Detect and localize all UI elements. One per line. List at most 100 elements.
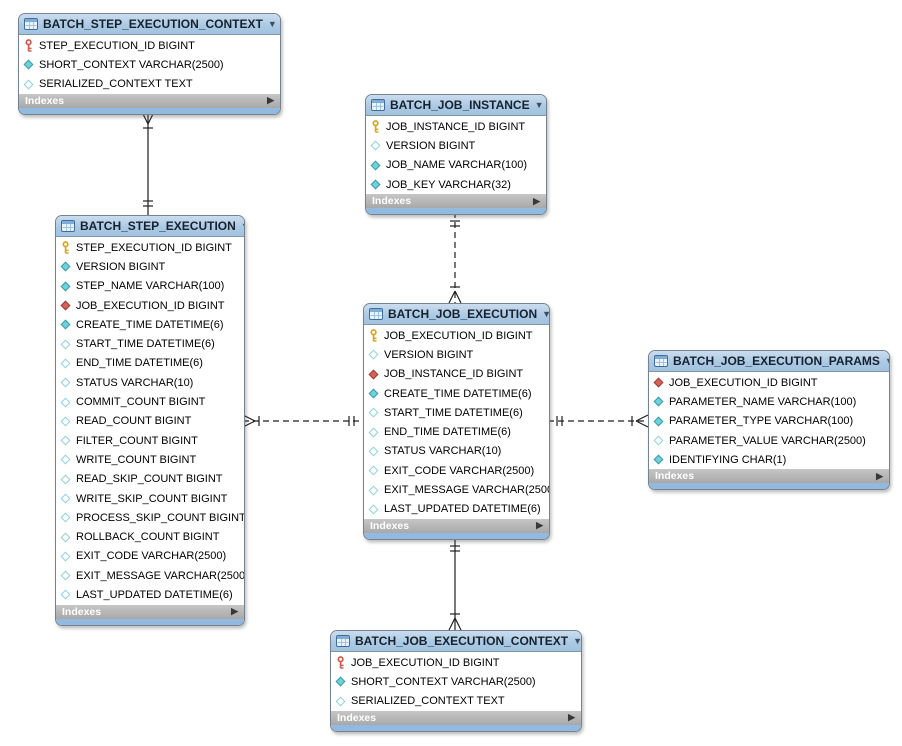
column-label: PROCESS_SKIP_COUNT BIGINT	[76, 511, 245, 524]
column-label: SERIALIZED_CONTEXT TEXT	[351, 695, 505, 708]
column-row[interactable]: STATUS VARCHAR(10)	[364, 442, 549, 461]
table-icon	[336, 635, 350, 647]
column-row[interactable]: IDENTIFYING CHAR(1)	[649, 450, 889, 469]
relationship-batch_job_execution-to-batch_job_execution_context[interactable]	[448, 537, 462, 631]
column-row[interactable]: JOB_KEY VARCHAR(32)	[366, 175, 546, 194]
table-header-batch-job-instance[interactable]: BATCH_JOB_INSTANCE▼	[366, 95, 546, 116]
table-batch-step-execution-context[interactable]: BATCH_STEP_EXECUTION_CONTEXT▼ STEP_EXECUT…	[18, 13, 281, 115]
column-row[interactable]: STEP_NAME VARCHAR(100)	[56, 277, 244, 296]
column-row[interactable]: LAST_UPDATED DATETIME(6)	[56, 585, 244, 604]
column-row[interactable]: EXIT_CODE VARCHAR(2500)	[56, 547, 244, 566]
column-label: STEP_EXECUTION_ID BIGINT	[39, 39, 195, 52]
chevron-down-icon[interactable]: ▼	[241, 221, 244, 231]
column-row[interactable]: PROCESS_SKIP_COUNT BIGINT	[56, 508, 244, 527]
column-row[interactable]: END_TIME DATETIME(6)	[364, 422, 549, 441]
table-header-batch-job-execution[interactable]: BATCH_JOB_EXECUTION▼	[364, 304, 549, 325]
table-header-batch-job-execution-context[interactable]: BATCH_JOB_EXECUTION_CONTEXT▼	[331, 631, 581, 652]
indexes-footer[interactable]: Indexes▶	[19, 93, 280, 108]
table-header-batch-job-execution-params[interactable]: BATCH_JOB_EXECUTION_PARAMS▼	[649, 351, 889, 372]
column-notnull-icon	[653, 395, 664, 408]
column-row[interactable]: PARAMETER_VALUE VARCHAR(2500)	[649, 431, 889, 450]
expand-arrow-icon[interactable]: ▶	[536, 520, 543, 531]
table-batch-step-execution[interactable]: BATCH_STEP_EXECUTION▼ STEP_EXECUTION_ID B…	[55, 215, 245, 626]
column-row[interactable]: START_TIME DATETIME(6)	[364, 403, 549, 422]
table-batch-job-execution-context[interactable]: BATCH_JOB_EXECUTION_CONTEXT▼JOB_EXECUTIO…	[330, 630, 582, 732]
column-label: END_TIME DATETIME(6)	[76, 357, 203, 370]
column-row[interactable]: JOB_NAME VARCHAR(100)	[366, 156, 546, 175]
column-row[interactable]: JOB_INSTANCE_ID BIGINT	[364, 365, 549, 384]
chevron-down-icon[interactable]: ▼	[267, 18, 277, 29]
expand-arrow-icon[interactable]: ▶	[231, 606, 238, 617]
table-batch-job-execution[interactable]: BATCH_JOB_EXECUTION▼JOB_EXECUTION_ID BIG…	[363, 303, 550, 540]
expand-arrow-icon[interactable]: ▶	[568, 712, 575, 723]
expand-arrow-icon[interactable]: ▶	[533, 195, 540, 206]
table-batch-job-execution-params[interactable]: BATCH_JOB_EXECUTION_PARAMS▼JOB_EXECUTION…	[648, 350, 890, 491]
column-label: CREATE_TIME DATETIME(6)	[384, 387, 532, 400]
column-row[interactable]: SERIALIZED_CONTEXT TEXT	[19, 75, 280, 94]
table-icon	[654, 355, 668, 367]
indexes-footer[interactable]: Indexes▶	[364, 518, 549, 533]
indexes-footer[interactable]: Indexes▶	[649, 469, 889, 484]
column-label: JOB_KEY VARCHAR(32)	[386, 178, 511, 191]
table-batch-job-instance[interactable]: BATCH_JOB_INSTANCE▼ JOB_INSTANCE_ID BIGIN…	[365, 94, 547, 216]
column-row[interactable]: START_TIME DATETIME(6)	[56, 334, 244, 353]
column-notnull-icon	[368, 387, 379, 400]
column-row[interactable]: VERSION BIGINT	[366, 136, 546, 155]
column-row[interactable]: CREATE_TIME DATETIME(6)	[56, 315, 244, 334]
column-row[interactable]: JOB_EXECUTION_ID BIGINT	[364, 326, 549, 345]
column-row[interactable]: JOB_EXECUTION_ID BIGINT	[56, 296, 244, 315]
column-row[interactable]: JOB_EXECUTION_ID BIGINT	[649, 373, 889, 392]
chevron-down-icon[interactable]: ▼	[534, 99, 544, 110]
column-label: EXIT_MESSAGE VARCHAR(2500)	[76, 569, 245, 582]
indexes-footer[interactable]: Indexes ▶	[56, 604, 244, 619]
column-row[interactable]: LAST_UPDATED DATETIME(6)	[364, 500, 549, 519]
column-row[interactable]: EXIT_MESSAGE VARCHAR(2500)	[364, 480, 549, 499]
column-row[interactable]: WRITE_COUNT BIGINT	[56, 450, 244, 469]
relationship-batch_job_execution-to-batch_job_execution_params[interactable]	[548, 414, 649, 428]
column-row[interactable]: PARAMETER_NAME VARCHAR(100)	[649, 392, 889, 411]
indexes-footer[interactable]: Indexes▶	[331, 710, 581, 725]
column-row[interactable]: FILTER_COUNT BIGINT	[56, 431, 244, 450]
column-row[interactable]: JOB_INSTANCE_ID BIGINT	[366, 117, 546, 136]
expand-arrow-icon[interactable]: ▶	[267, 95, 274, 106]
expand-arrow-icon[interactable]: ▶	[876, 470, 883, 481]
column-row[interactable]: ROLLBACK_COUNT BIGINT	[56, 527, 244, 546]
table-bottom-strip	[364, 532, 549, 539]
column-row[interactable]: COMMIT_COUNT BIGINT	[56, 392, 244, 411]
column-row[interactable]: JOB_EXECUTION_ID BIGINT	[331, 653, 581, 672]
column-row[interactable]: EXIT_CODE VARCHAR(2500)	[364, 461, 549, 480]
column-row[interactable]: EXIT_MESSAGE VARCHAR(2500)	[56, 566, 244, 585]
indexes-label: Indexes	[62, 605, 102, 618]
column-label: JOB_INSTANCE_ID BIGINT	[386, 120, 526, 133]
column-label: STATUS VARCHAR(10)	[76, 376, 194, 389]
column-row[interactable]: SHORT_CONTEXT VARCHAR(2500)	[331, 672, 581, 691]
column-row[interactable]: SHORT_CONTEXT VARCHAR(2500)	[19, 55, 280, 74]
column-row[interactable]: STATUS VARCHAR(10)	[56, 373, 244, 392]
indexes-footer[interactable]: Indexes▶	[366, 194, 546, 209]
relationship-batch_step_execution-to-batch_job_execution[interactable]	[242, 414, 363, 428]
column-row[interactable]: SERIALIZED_CONTEXT TEXT	[331, 692, 581, 711]
relationship-batch_job_instance-to-batch_job_execution[interactable]	[448, 212, 462, 304]
chevron-down-icon[interactable]: ▼	[885, 356, 889, 366]
table-bottom-strip	[366, 208, 546, 215]
chevron-down-icon[interactable]: ▼	[542, 309, 549, 319]
column-row[interactable]: END_TIME DATETIME(6)	[56, 354, 244, 373]
column-row[interactable]: PARAMETER_TYPE VARCHAR(100)	[649, 412, 889, 431]
column-row[interactable]: VERSION BIGINT	[56, 257, 244, 276]
column-nullable-icon	[60, 415, 71, 428]
column-label: STEP_EXECUTION_ID BIGINT	[76, 241, 232, 254]
table-header-batch-step-execution[interactable]: BATCH_STEP_EXECUTION▼	[56, 216, 244, 237]
column-row[interactable]: STEP_EXECUTION_ID BIGINT	[56, 238, 244, 257]
relationship-batch_step_execution_context-to-batch_step_execution[interactable]	[141, 111, 155, 215]
column-row[interactable]: WRITE_SKIP_COUNT BIGINT	[56, 489, 244, 508]
column-row[interactable]: CREATE_TIME DATETIME(6)	[364, 384, 549, 403]
column-row[interactable]: READ_SKIP_COUNT BIGINT	[56, 470, 244, 489]
table-header-batch-step-execution-context[interactable]: BATCH_STEP_EXECUTION_CONTEXT▼	[19, 14, 280, 35]
column-row[interactable]: READ_COUNT BIGINT	[56, 412, 244, 431]
column-row[interactable]: STEP_EXECUTION_ID BIGINT	[19, 36, 280, 55]
chevron-down-icon[interactable]: ▼	[573, 635, 582, 646]
column-label: STATUS VARCHAR(10)	[384, 445, 502, 458]
column-row[interactable]: VERSION BIGINT	[364, 345, 549, 364]
